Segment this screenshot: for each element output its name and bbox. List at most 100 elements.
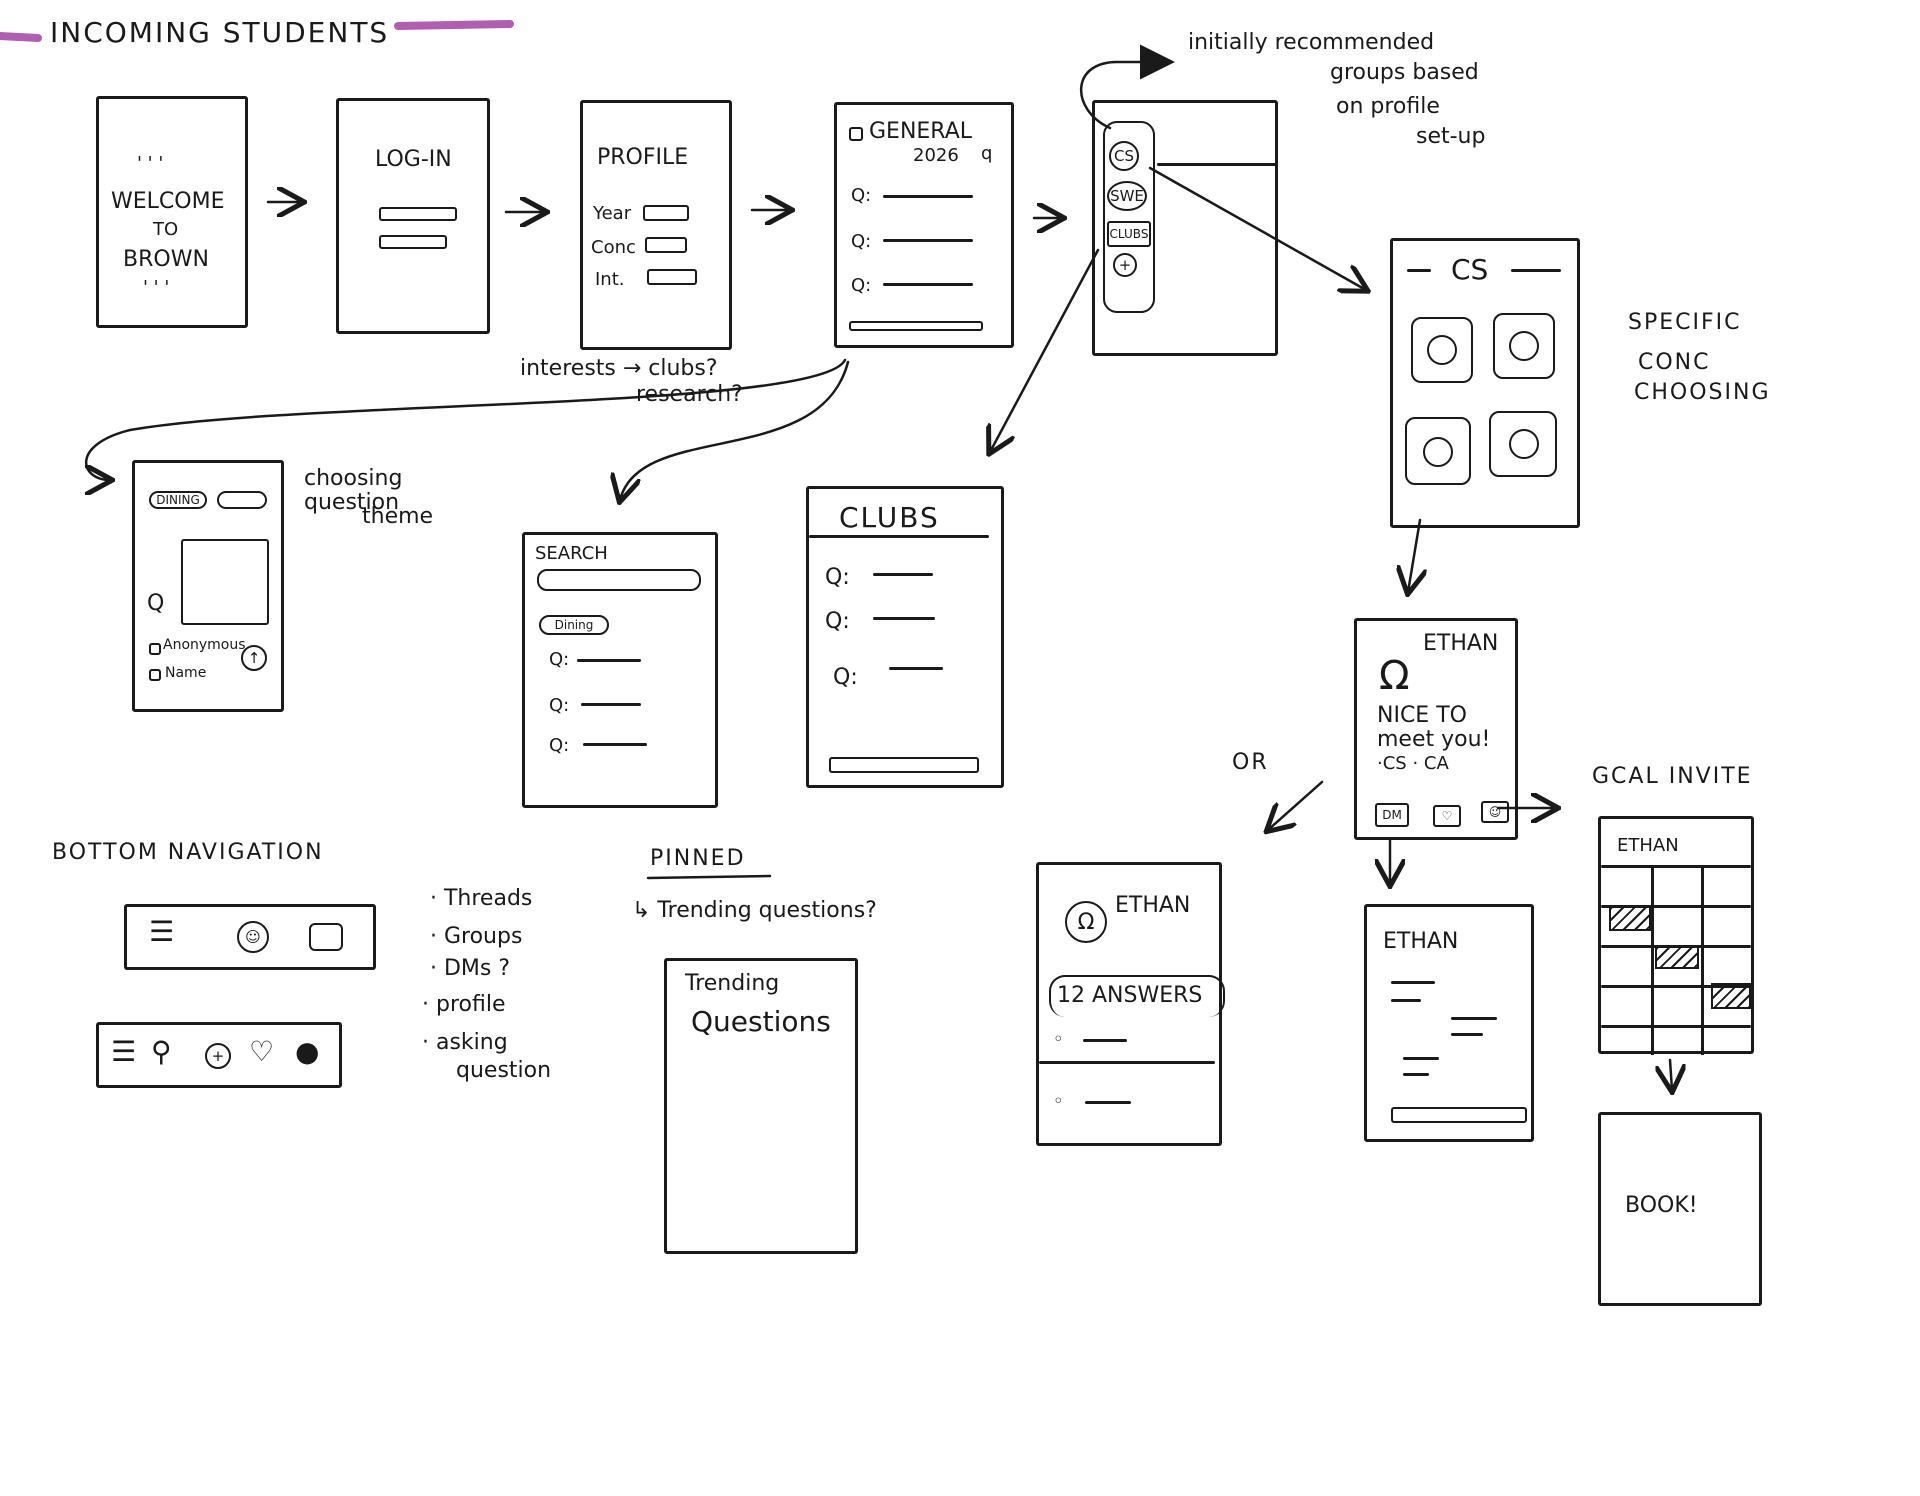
profile-field-int-label: Int. <box>595 269 625 290</box>
clubs-screen: CLUBS Q: Q: Q: <box>806 486 1004 788</box>
groups-screen: CS SWE CLUBS + <box>1092 100 1278 356</box>
welcome-line1: WELCOME <box>111 189 225 214</box>
ethan-avatar-icon: Ω <box>1379 653 1410 699</box>
nav-list-4: · profile <box>422 992 506 1017</box>
search-q3: Q: <box>549 735 570 756</box>
theme-tag-dining[interactable]: DINING <box>149 491 207 509</box>
clubs-q3: Q: <box>833 665 858 690</box>
general-screen: GENERAL 2026 q Q: Q: Q: <box>834 102 1014 348</box>
profile-icon[interactable]: ● <box>295 1035 320 1068</box>
name-label: Name <box>165 665 207 681</box>
answer-bullet-2: ◦ <box>1053 1091 1064 1112</box>
search-icon[interactable]: q <box>981 143 993 164</box>
login-screen: LOG-IN <box>336 98 490 334</box>
answers-count: 12 ANSWERS <box>1057 983 1203 1008</box>
choosing-note-3: theme <box>362 504 434 529</box>
username-field[interactable] <box>379 207 457 221</box>
recommended-line4: set-up <box>1416 124 1486 149</box>
book-label[interactable]: BOOK! <box>1625 1193 1698 1218</box>
specific-note-3: CHOOSING <box>1634 380 1771 405</box>
specific-note-1: SPECIFIC <box>1628 310 1742 335</box>
trending-line2: Questions <box>691 1005 831 1038</box>
threads-icon[interactable]: ☰ <box>149 915 175 948</box>
clubs-input-bar[interactable] <box>829 757 979 773</box>
trending-note: ↳ Trending questions? <box>632 898 877 923</box>
pinned-label: PINNED <box>650 846 746 871</box>
search-screen: SEARCH Dining Q: Q: Q: <box>522 532 718 808</box>
search-input[interactable] <box>537 569 701 591</box>
anonymous-label: Anonymous <box>163 637 246 653</box>
book-screen: BOOK! <box>1598 1112 1762 1306</box>
or-label: OR <box>1232 750 1269 775</box>
ethan-greeting-2: meet you! <box>1377 727 1491 752</box>
calendar-invite-button[interactable]: ☺ <box>1481 801 1509 823</box>
recommended-line1: initially recommended <box>1188 30 1435 55</box>
submit-arrow-icon[interactable]: ↑ <box>241 645 267 671</box>
bottom-nav-v2: ☰ ⚲ + ♡ ● <box>96 1022 342 1088</box>
search-tag-dining[interactable]: Dining <box>539 615 609 635</box>
search-q1: Q: <box>549 649 570 670</box>
bottom-nav-v1: ☰ ☺ <box>124 904 376 970</box>
profile-field-conc[interactable] <box>645 237 687 253</box>
theme-tag-empty[interactable] <box>217 491 267 509</box>
general-q1: Q: <box>851 185 872 206</box>
gcal-event-2[interactable] <box>1655 945 1699 969</box>
cs-group-card-2[interactable] <box>1493 313 1555 379</box>
ethan-answers-screen: Ω ETHAN 12 ANSWERS ◦ ◦ <box>1036 862 1225 1146</box>
welcome-line3: BROWN <box>123 247 209 272</box>
group-swe[interactable]: SWE <box>1107 181 1147 211</box>
login-title: LOG-IN <box>375 147 452 172</box>
page-title: INCOMING STUDENTS <box>50 16 390 49</box>
general-q2: Q: <box>851 231 872 252</box>
name-checkbox[interactable] <box>149 669 161 681</box>
general-input-bar[interactable] <box>849 321 983 331</box>
profile-field-year-label: Year <box>593 203 632 224</box>
profile-field-year[interactable] <box>643 205 689 221</box>
group-clubs[interactable]: CLUBS <box>1107 221 1151 247</box>
avatar-icon <box>1423 437 1453 467</box>
search-title: SEARCH <box>535 543 608 564</box>
gcal-event-1[interactable] <box>1609 905 1651 931</box>
search-icon[interactable]: ⚲ <box>151 1035 172 1068</box>
add-group-icon[interactable]: + <box>1113 253 1137 277</box>
cs-group-card-4[interactable] <box>1489 411 1557 477</box>
like-button[interactable]: ♡ <box>1433 805 1461 827</box>
cs-group-card-3[interactable] <box>1405 417 1471 485</box>
threads-icon[interactable]: ☰ <box>111 1035 137 1068</box>
ethan-profile-screen: ETHAN Ω NICE TO meet you! ·CS · CA DM ♡ … <box>1354 618 1518 840</box>
welcome-screen: ' ' ' WELCOME TO BROWN ' ' ' <box>96 96 248 328</box>
group-cs[interactable]: CS <box>1109 141 1139 171</box>
general-title: GENERAL <box>869 119 973 144</box>
bottom-nav-title: BOTTOM NAVIGATION <box>52 840 324 865</box>
anonymous-checkbox[interactable] <box>149 643 161 655</box>
password-field[interactable] <box>379 235 447 249</box>
profile-screen: PROFILE Year Conc Int. <box>580 100 732 350</box>
specific-note-2: CONC <box>1638 350 1711 375</box>
groups-icon[interactable]: ☺ <box>237 921 269 953</box>
ethan-name: ETHAN <box>1423 631 1499 656</box>
add-question-icon[interactable]: + <box>205 1043 231 1069</box>
trending-screen: Trending Questions <box>664 958 858 1254</box>
question-textarea[interactable] <box>181 539 269 625</box>
recommended-line3: on profile <box>1336 94 1440 119</box>
gcal-invite-label: GCAL INVITE <box>1592 764 1753 789</box>
welcome-line2: TO <box>153 219 179 240</box>
interests-note-2: research? <box>636 382 743 407</box>
clubs-q2: Q: <box>825 609 850 634</box>
trending-line1: Trending <box>685 971 780 996</box>
general-checkbox[interactable] <box>849 127 863 141</box>
dm-input-bar[interactable] <box>1391 1107 1527 1123</box>
answers-tab[interactable] <box>1049 975 1225 1017</box>
clubs-q1: Q: <box>825 565 850 590</box>
gcal-event-3[interactable] <box>1711 983 1751 1009</box>
avatar-icon <box>1509 429 1539 459</box>
profile-field-int[interactable] <box>647 269 697 285</box>
avatar-icon <box>1427 335 1457 365</box>
dm-button[interactable]: DM <box>1375 803 1409 827</box>
cs-group-card-1[interactable] <box>1411 317 1473 383</box>
general-subtitle: 2026 <box>913 145 959 166</box>
ethan-dm-name: ETHAN <box>1383 929 1459 954</box>
heart-icon[interactable]: ♡ <box>249 1035 275 1068</box>
profile-field-conc-label: Conc <box>591 237 636 258</box>
dm-icon[interactable] <box>309 923 343 951</box>
